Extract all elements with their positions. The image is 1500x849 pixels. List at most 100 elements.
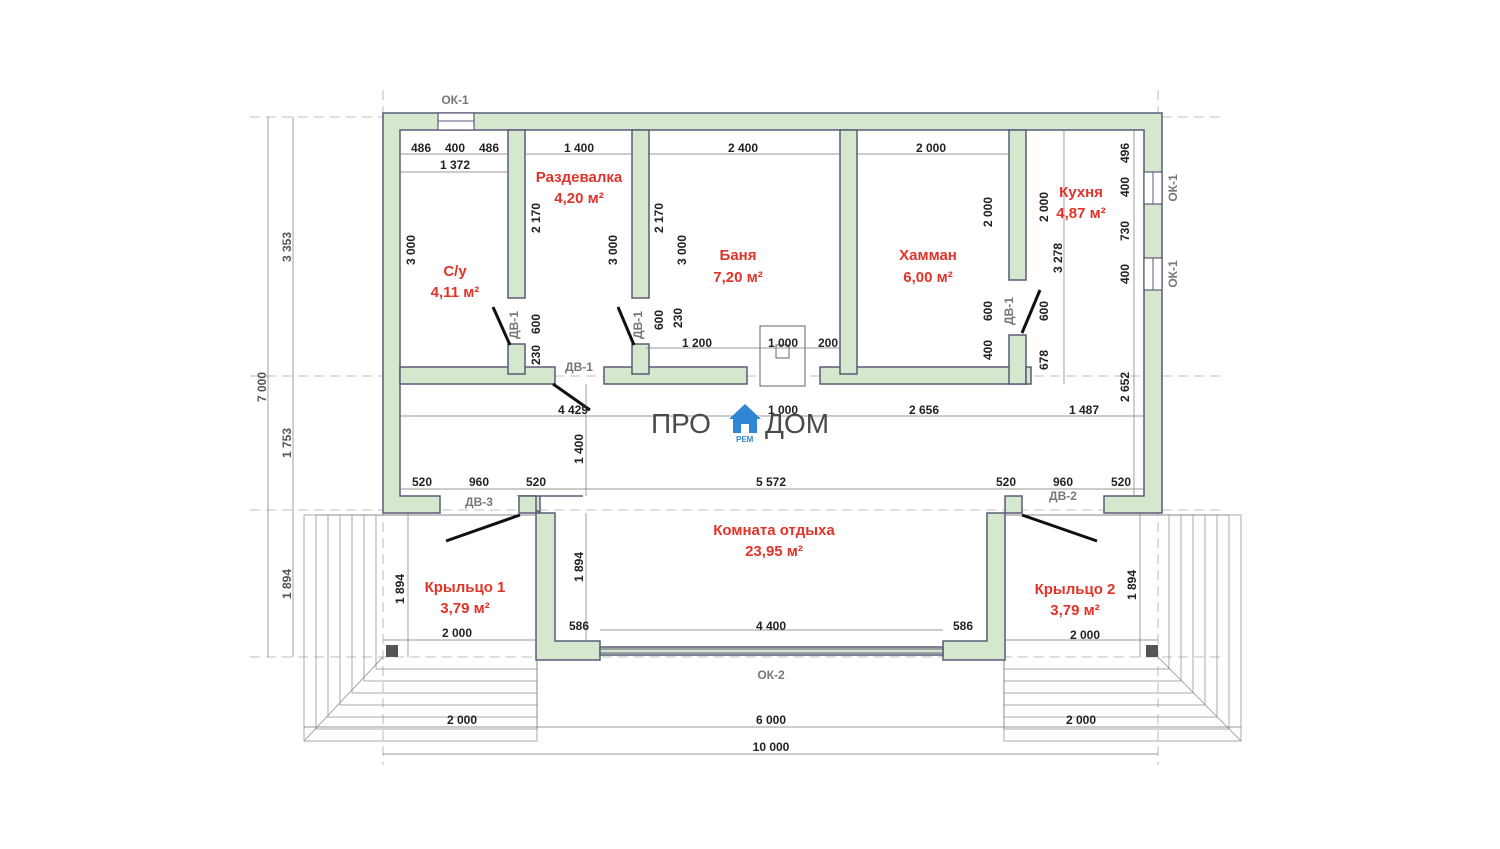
interior-walls [399,129,1032,385]
dim-2000-a: 2 000 [916,141,946,155]
dim-586-a: 586 [569,619,589,633]
dim-520-b: 520 [526,475,546,489]
dim-400-c: 400 [1118,177,1132,197]
dim-3000-a: 3 000 [404,235,418,265]
room-area-banya: 7,20 м² [713,269,762,286]
room-area-komnata: 23,95 м² [745,543,803,560]
room-name-hamman: Хамман [899,247,957,264]
dim-200: 200 [818,336,838,350]
mark-dv1-d: ДВ-1 [565,360,593,374]
dim-1200: 1 200 [682,336,712,350]
dim-520-c: 520 [996,475,1016,489]
dim-960-a: 960 [469,475,489,489]
room-name-kuhnya: Кухня [1059,184,1103,201]
dim-520-a: 520 [412,475,432,489]
dim-7000: 7 000 [255,372,269,402]
dim-2000-g: 2 000 [1066,713,1096,727]
dim-1400-b: 1 400 [572,434,586,464]
room-area-krylco1: 3,79 м² [440,600,489,617]
dim-2000-e: 2 000 [1070,628,1100,642]
dim-678: 678 [1037,350,1051,370]
mark-dv1-b: ДВ-1 [631,311,645,339]
dim-230-a: 230 [529,345,543,365]
room-area-su: 4,11 м² [431,284,480,301]
mark-ok1-right-b: ОК-1 [1166,260,1180,288]
dim-2652: 2 652 [1118,372,1132,402]
dim-730: 730 [1118,221,1132,241]
dim-2000-f: 2 000 [447,713,477,727]
dim-960-b: 960 [1053,475,1073,489]
dim-586-b: 586 [953,619,973,633]
dim-600-b: 600 [652,310,666,330]
outer-walls [382,112,1163,661]
doors [445,289,1098,543]
dim-1000-a: 1 000 [768,336,798,350]
dim-5572: 5 572 [756,475,786,489]
windows [437,112,1163,654]
dim-2170-b: 2 170 [652,203,666,233]
dim-10000: 10 000 [753,740,790,754]
dim-3000-b: 3 000 [606,235,620,265]
dim-1372: 1 372 [440,158,470,172]
dim-2400: 2 400 [728,141,758,155]
dim-3278: 3 278 [1051,243,1065,273]
mark-ok1-top: ОК-1 [441,93,469,107]
porch-steps-right [1003,514,1242,742]
dim-600-c: 600 [981,301,995,321]
mark-dv2: ДВ-2 [1049,489,1077,503]
dim-600-a: 600 [529,314,543,334]
dim-4400: 4 400 [756,619,786,633]
dim-496: 496 [1118,143,1132,163]
dim-1487: 1 487 [1069,403,1099,417]
dim-1400-a: 1 400 [564,141,594,155]
dim-1894-c: 1 894 [1125,570,1139,600]
mark-ok1-right-a: ОК-1 [1166,174,1180,202]
dim-400-d: 400 [1118,264,1132,284]
dimension-texts: 486 400 486 1 372 1 400 2 400 2 000 3 00… [255,141,1139,754]
mark-ok2: ОК-2 [757,668,785,682]
dim-1894-a: 1 894 [393,574,407,604]
dim-2000-c: 2 000 [1037,192,1051,222]
room-name-krylco1: Крыльцо 1 [425,579,506,596]
room-name-razdevalka: Раздевалка [536,169,623,186]
dim-3000-c: 3 000 [675,235,689,265]
room-labels: С/у 4,11 м² Раздевалка 4,20 м² Баня 7,20… [425,169,1116,619]
room-area-hamman: 6,00 м² [903,269,952,286]
porch-columns [386,645,1158,657]
room-name-banya: Баня [720,247,757,264]
dim-600-d: 600 [1037,301,1051,321]
stove-icon [759,325,806,387]
dim-2000-d: 2 000 [442,626,472,640]
room-area-kuhnya: 4,87 м² [1056,205,1105,222]
porch-steps-left [303,514,538,742]
company-logo: ПРО ДОМ РЕМ [651,404,829,444]
dim-1894-b: 1 894 [572,552,586,582]
dim-400-b: 400 [981,340,995,360]
dim-1000-b: 1 000 [768,403,798,417]
dim-4429: 4 429 [558,403,588,417]
mark-dv1-a: ДВ-1 [507,311,521,339]
room-area-razdevalka: 4,20 м² [554,190,603,207]
logo-left-text: ПРО [651,408,711,439]
dim-2656: 2 656 [909,403,939,417]
dim-3353: 3 353 [280,232,294,262]
mark-dv3: ДВ-3 [465,495,493,509]
dim-520-d: 520 [1111,475,1131,489]
room-name-komnata: Комната отдыха [713,522,835,539]
room-area-krylco2: 3,79 м² [1050,602,1099,619]
house-icon [729,404,761,433]
dim-230-b: 230 [671,308,685,328]
dim-400-a: 400 [445,141,465,155]
dimension-lines [267,117,1241,755]
dim-2000-b: 2 000 [981,197,995,227]
dim-2170-a: 2 170 [529,203,543,233]
dim-486-a: 486 [411,141,431,155]
logo-sub-text: РЕМ [736,435,754,444]
dim-1753: 1 753 [280,428,294,458]
mark-dv1-c: ДВ-1 [1002,297,1016,325]
dim-486-b: 486 [479,141,499,155]
room-name-krylco2: Крыльцо 2 [1035,581,1116,598]
logo-right-text: ДОМ [765,408,829,439]
dim-1894-d: 1 894 [280,569,294,599]
